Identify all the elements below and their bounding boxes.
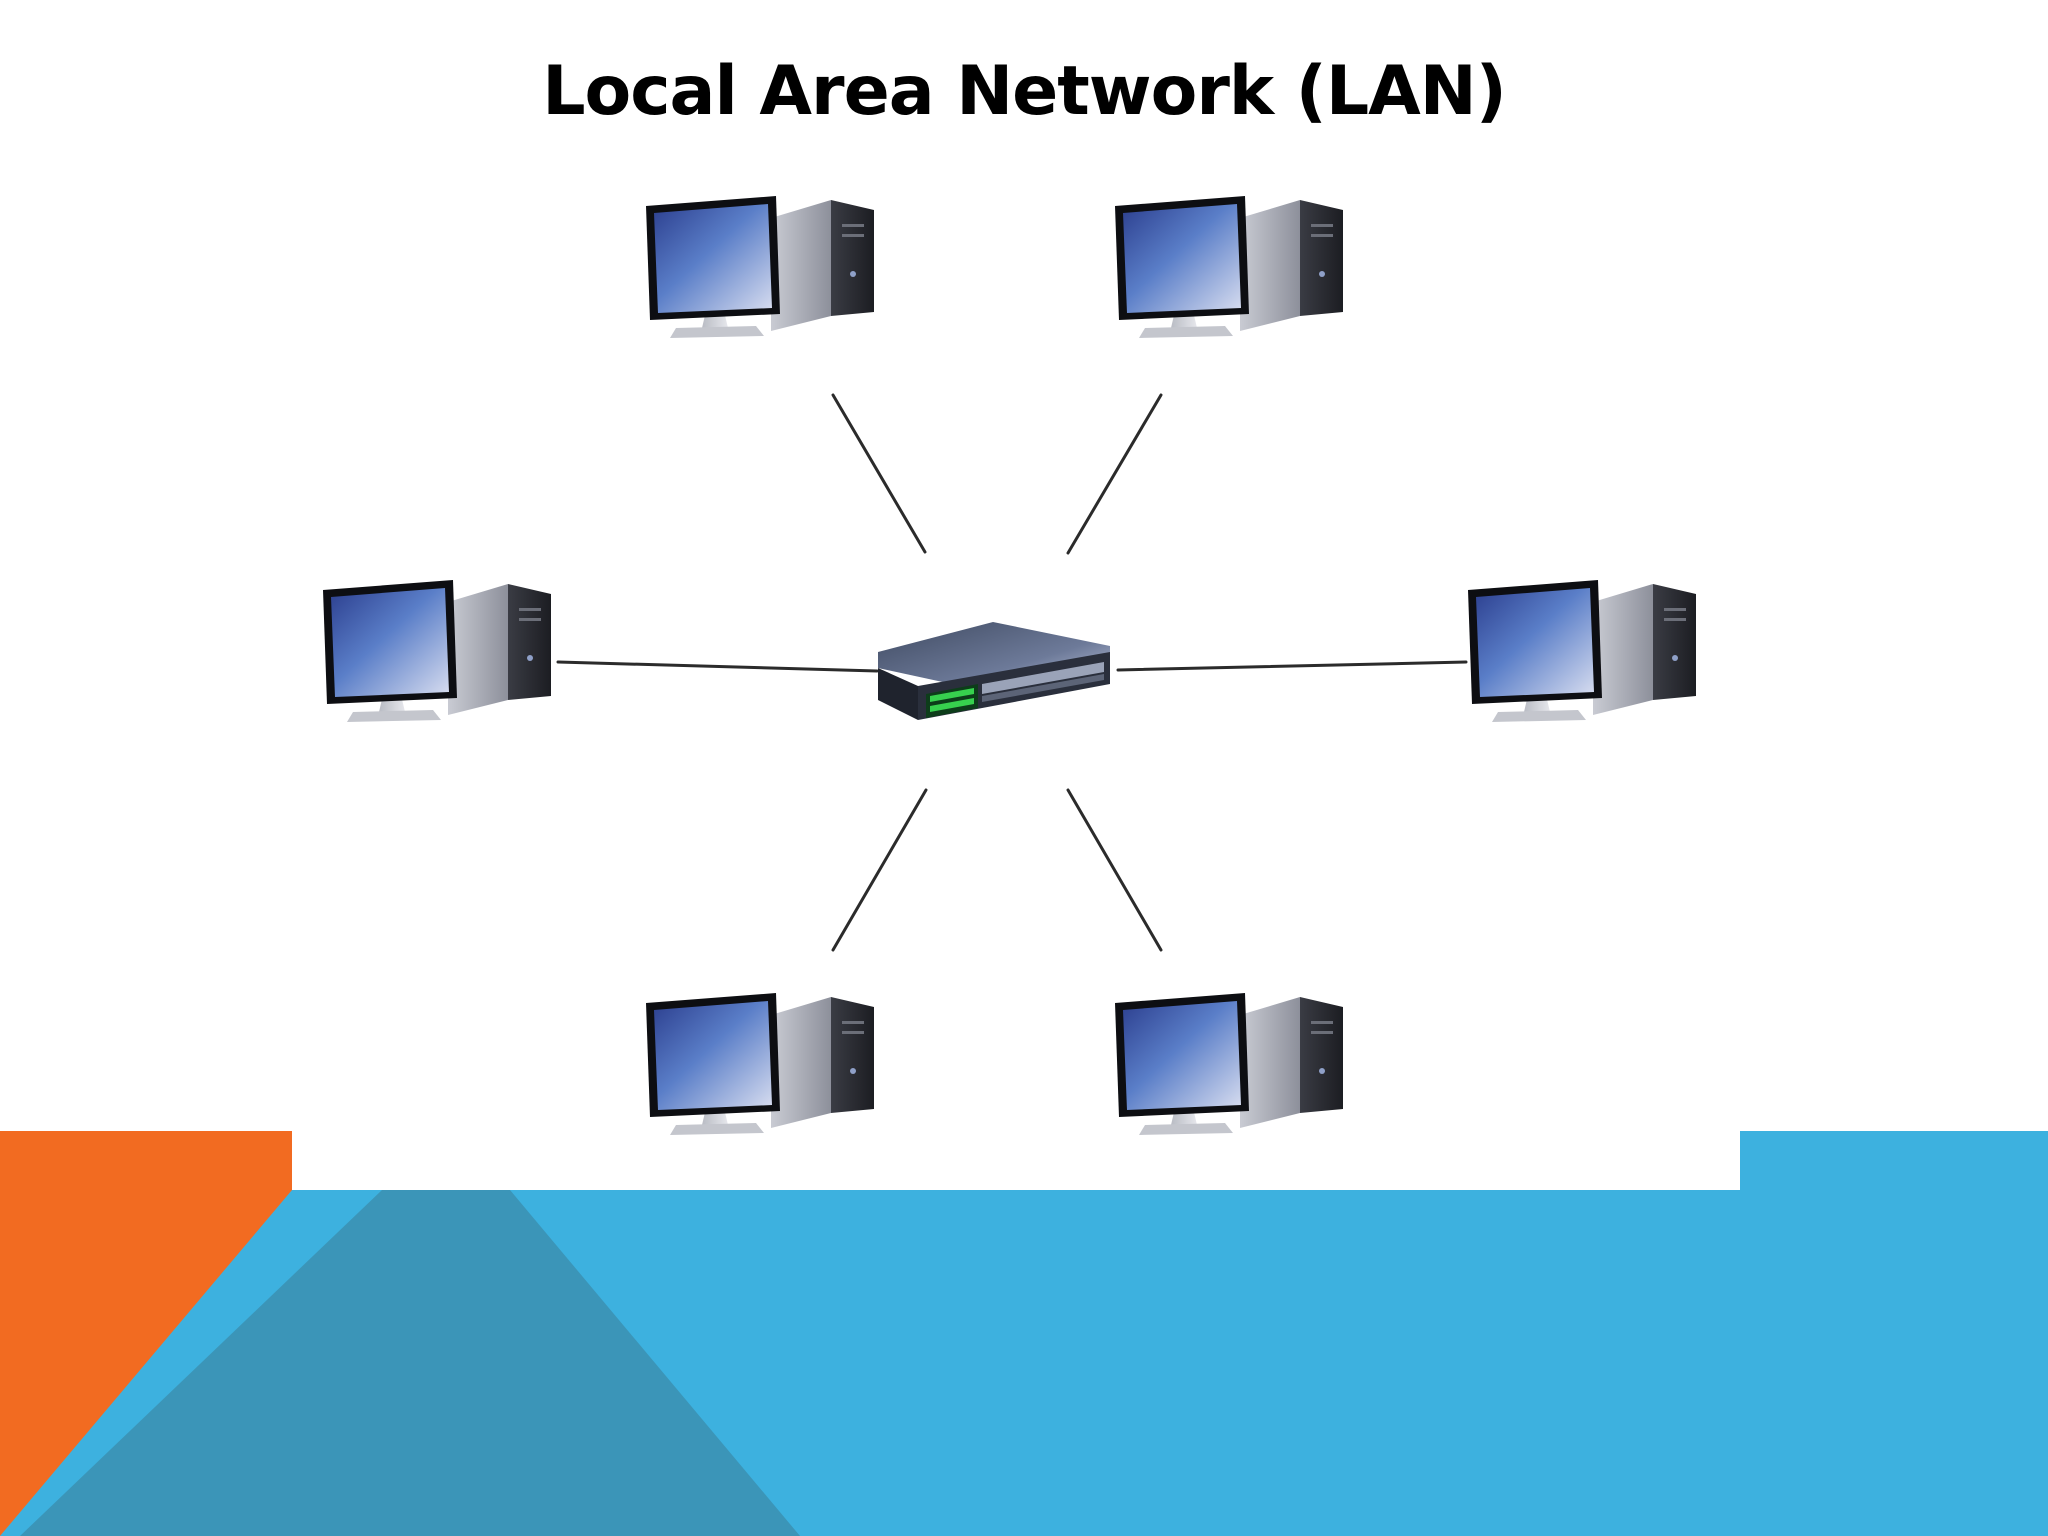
cable-top-left — [831, 393, 927, 554]
dark-teal-triangle — [20, 1190, 800, 1536]
cable-bottom-left — [831, 788, 928, 952]
cable-bottom-right — [1066, 788, 1163, 952]
computer-left-icon — [323, 580, 551, 722]
computer-right-icon — [1468, 580, 1696, 722]
cable-top-right — [1066, 393, 1163, 555]
cables — [556, 393, 1468, 952]
background-shapes — [0, 1100, 2048, 1536]
orange-wedge — [0, 1131, 292, 1536]
white-content-panel — [292, 1100, 1740, 1190]
computer-top-right-icon — [1115, 196, 1343, 338]
cable-right — [1116, 660, 1468, 672]
computer-top-left-icon — [646, 196, 874, 338]
switch-icon — [878, 622, 1110, 720]
cable-left — [556, 660, 879, 673]
slide-title: Local Area Network (LAN) — [542, 52, 1507, 131]
